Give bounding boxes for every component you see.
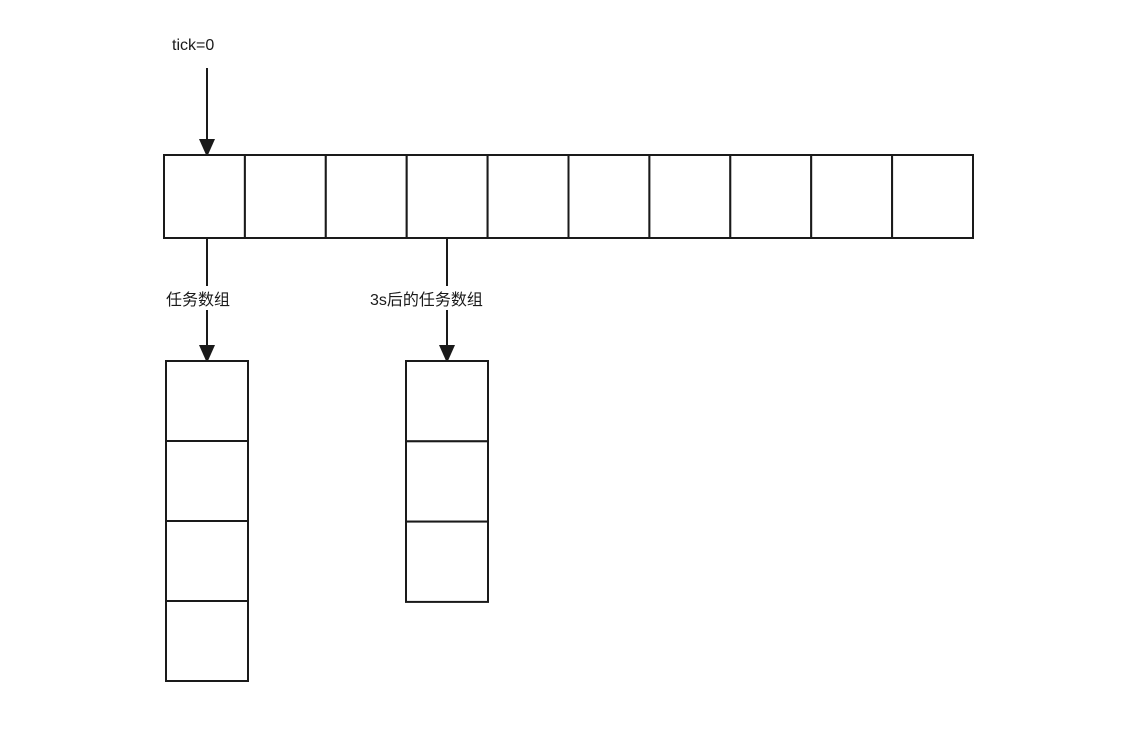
timeline-array-cell[interactable] (567, 154, 651, 239)
timeline-array-cell[interactable] (810, 154, 894, 239)
task-array-column-cell[interactable] (165, 600, 249, 682)
tick-label: tick=0 (172, 37, 214, 54)
task-array-column-cell[interactable] (165, 360, 249, 442)
task-array-after-3s-label: 3s后的任务数组 (370, 291, 483, 309)
timeline-array (163, 154, 974, 239)
task-array-column-cell[interactable] (165, 520, 249, 602)
timeline-array-cell[interactable] (163, 154, 246, 239)
task-array-label-backdrop (164, 286, 264, 310)
timeline-array-cell[interactable] (486, 154, 570, 239)
timeline-array-cell[interactable] (324, 154, 408, 239)
task-array-after-3s-column-cell[interactable] (405, 360, 489, 443)
task-array-after-3s-column-cell[interactable] (405, 440, 489, 523)
connector-arrowhead-right (439, 345, 455, 363)
connector-arrowhead-left (199, 345, 215, 363)
timeline-array-cell[interactable] (729, 154, 813, 239)
task-array-after-3s-label-group: 3s后的任务数组 (368, 286, 536, 310)
task-array-column-cell[interactable] (165, 440, 249, 522)
task-array-after-3s-column-cell[interactable] (405, 520, 489, 603)
task-array-label-group: 任务数组 (164, 286, 264, 310)
task-array-column (165, 360, 249, 682)
timeline-array-cell[interactable] (243, 154, 327, 239)
task-array-label: 任务数组 (166, 291, 230, 309)
task-array-after-3s-column (405, 360, 489, 603)
tick-pointer-arrowhead (199, 139, 215, 157)
timeline-array-cell[interactable] (648, 154, 732, 239)
tick-pointer-arrow (199, 68, 215, 157)
task-array-after-3s-label-backdrop (368, 286, 536, 310)
timeline-array-cell[interactable] (891, 154, 974, 239)
timeline-array-cell[interactable] (405, 154, 489, 239)
